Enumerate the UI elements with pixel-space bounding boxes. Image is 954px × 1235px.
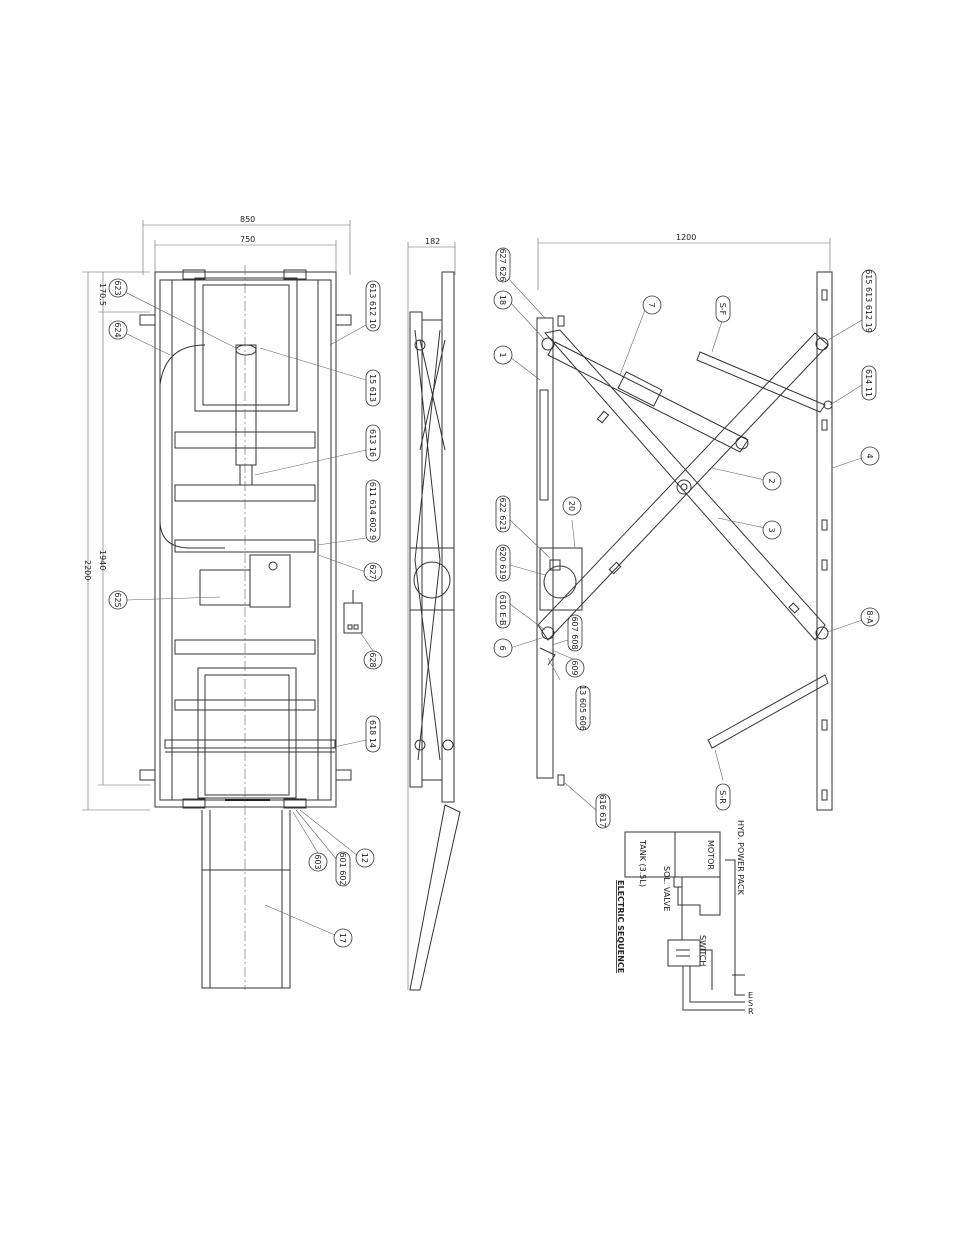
callout-7: 7 bbox=[647, 302, 656, 307]
callout-609: 609 bbox=[570, 660, 579, 675]
dim-inner-width: 750 bbox=[240, 235, 255, 244]
dim-overall-length: 2200 bbox=[83, 560, 92, 580]
callout-4: 4 bbox=[865, 453, 874, 458]
callout-5F: S-F bbox=[718, 303, 727, 316]
terminal-r: R bbox=[748, 1007, 754, 1016]
callout-14: 618 14 bbox=[368, 720, 377, 748]
plan-callouts: 623 624 625 613 612 10 15 613 613 16 611… bbox=[108, 278, 383, 948]
callout-15: 15 613 bbox=[368, 374, 377, 402]
callout-5R: S-R bbox=[718, 790, 727, 804]
callout-625: 625 bbox=[113, 592, 122, 607]
callout-601: 601 602 bbox=[338, 852, 347, 885]
callout-627b: 627 626 bbox=[498, 248, 507, 281]
callout-16: 613 16 bbox=[368, 429, 377, 457]
callout-8A: 8-A bbox=[865, 610, 874, 624]
terminal-e: E bbox=[748, 991, 753, 1000]
callout-9: 611 614 602 9 bbox=[368, 482, 377, 541]
side-elevation-view: 1200 bbox=[536, 233, 833, 811]
side-callouts: 627 626 18 1 622 621 620 619 610 E-B 6 6… bbox=[493, 247, 880, 829]
callout-11: 614 11 bbox=[864, 369, 873, 397]
callout-616: 616 617 bbox=[598, 794, 607, 827]
electric-sequence: TANK (3.5L) MOTOR HYD. POWER PACK SOL. V… bbox=[616, 820, 754, 1016]
callout-10: 613 612 10 bbox=[368, 283, 377, 329]
callout-603: 603 bbox=[313, 854, 322, 869]
callout-20: 20 bbox=[567, 501, 576, 511]
callout-19: 615 613 612 19 bbox=[864, 269, 873, 333]
callout-628: 628 bbox=[368, 652, 377, 667]
callout-623: 623 bbox=[113, 280, 122, 295]
callout-6: 6 bbox=[498, 645, 507, 650]
dim-end-offset: 170.5 bbox=[98, 283, 107, 306]
electric-sequence-title: ELECTRIC SEQUENCE bbox=[616, 880, 625, 973]
callout-18: 18 bbox=[498, 295, 507, 305]
callout-624: 624 bbox=[113, 322, 122, 337]
callout-610: 610 E-B bbox=[498, 595, 507, 626]
callout-2: 2 bbox=[767, 478, 776, 483]
switch-label: SWITCH bbox=[698, 935, 707, 966]
dim-overall-width: 850 bbox=[240, 215, 255, 224]
end-elevation-view: 182 bbox=[407, 237, 461, 991]
dim-side-length: 1200 bbox=[676, 233, 696, 242]
tank-label: TANK (3.5L) bbox=[638, 839, 647, 887]
callout-17: 17 bbox=[338, 933, 347, 943]
dim-side-height: 182 bbox=[425, 237, 440, 246]
callout-622: 622 621 bbox=[498, 497, 507, 530]
callout-607: 607 608 bbox=[570, 616, 579, 649]
callout-12: 12 bbox=[360, 853, 369, 863]
callout-620: 620 619 bbox=[498, 546, 507, 579]
motor-label: MOTOR bbox=[706, 840, 715, 870]
callout-3: 3 bbox=[767, 527, 776, 532]
callout-13: 13 605 606 bbox=[578, 685, 587, 731]
terminal-s: S bbox=[748, 999, 753, 1008]
plan-view: 850 750 2200 1940 170.5 bbox=[82, 215, 363, 990]
callout-627: 627 bbox=[368, 564, 377, 579]
hyd-power-pack-label: HYD. POWER PACK bbox=[736, 820, 745, 896]
dim-inner-length: 1940 bbox=[98, 550, 107, 570]
sol-valve-label: SOL. VALVE bbox=[662, 866, 671, 911]
callout-1: 1 bbox=[498, 352, 507, 357]
